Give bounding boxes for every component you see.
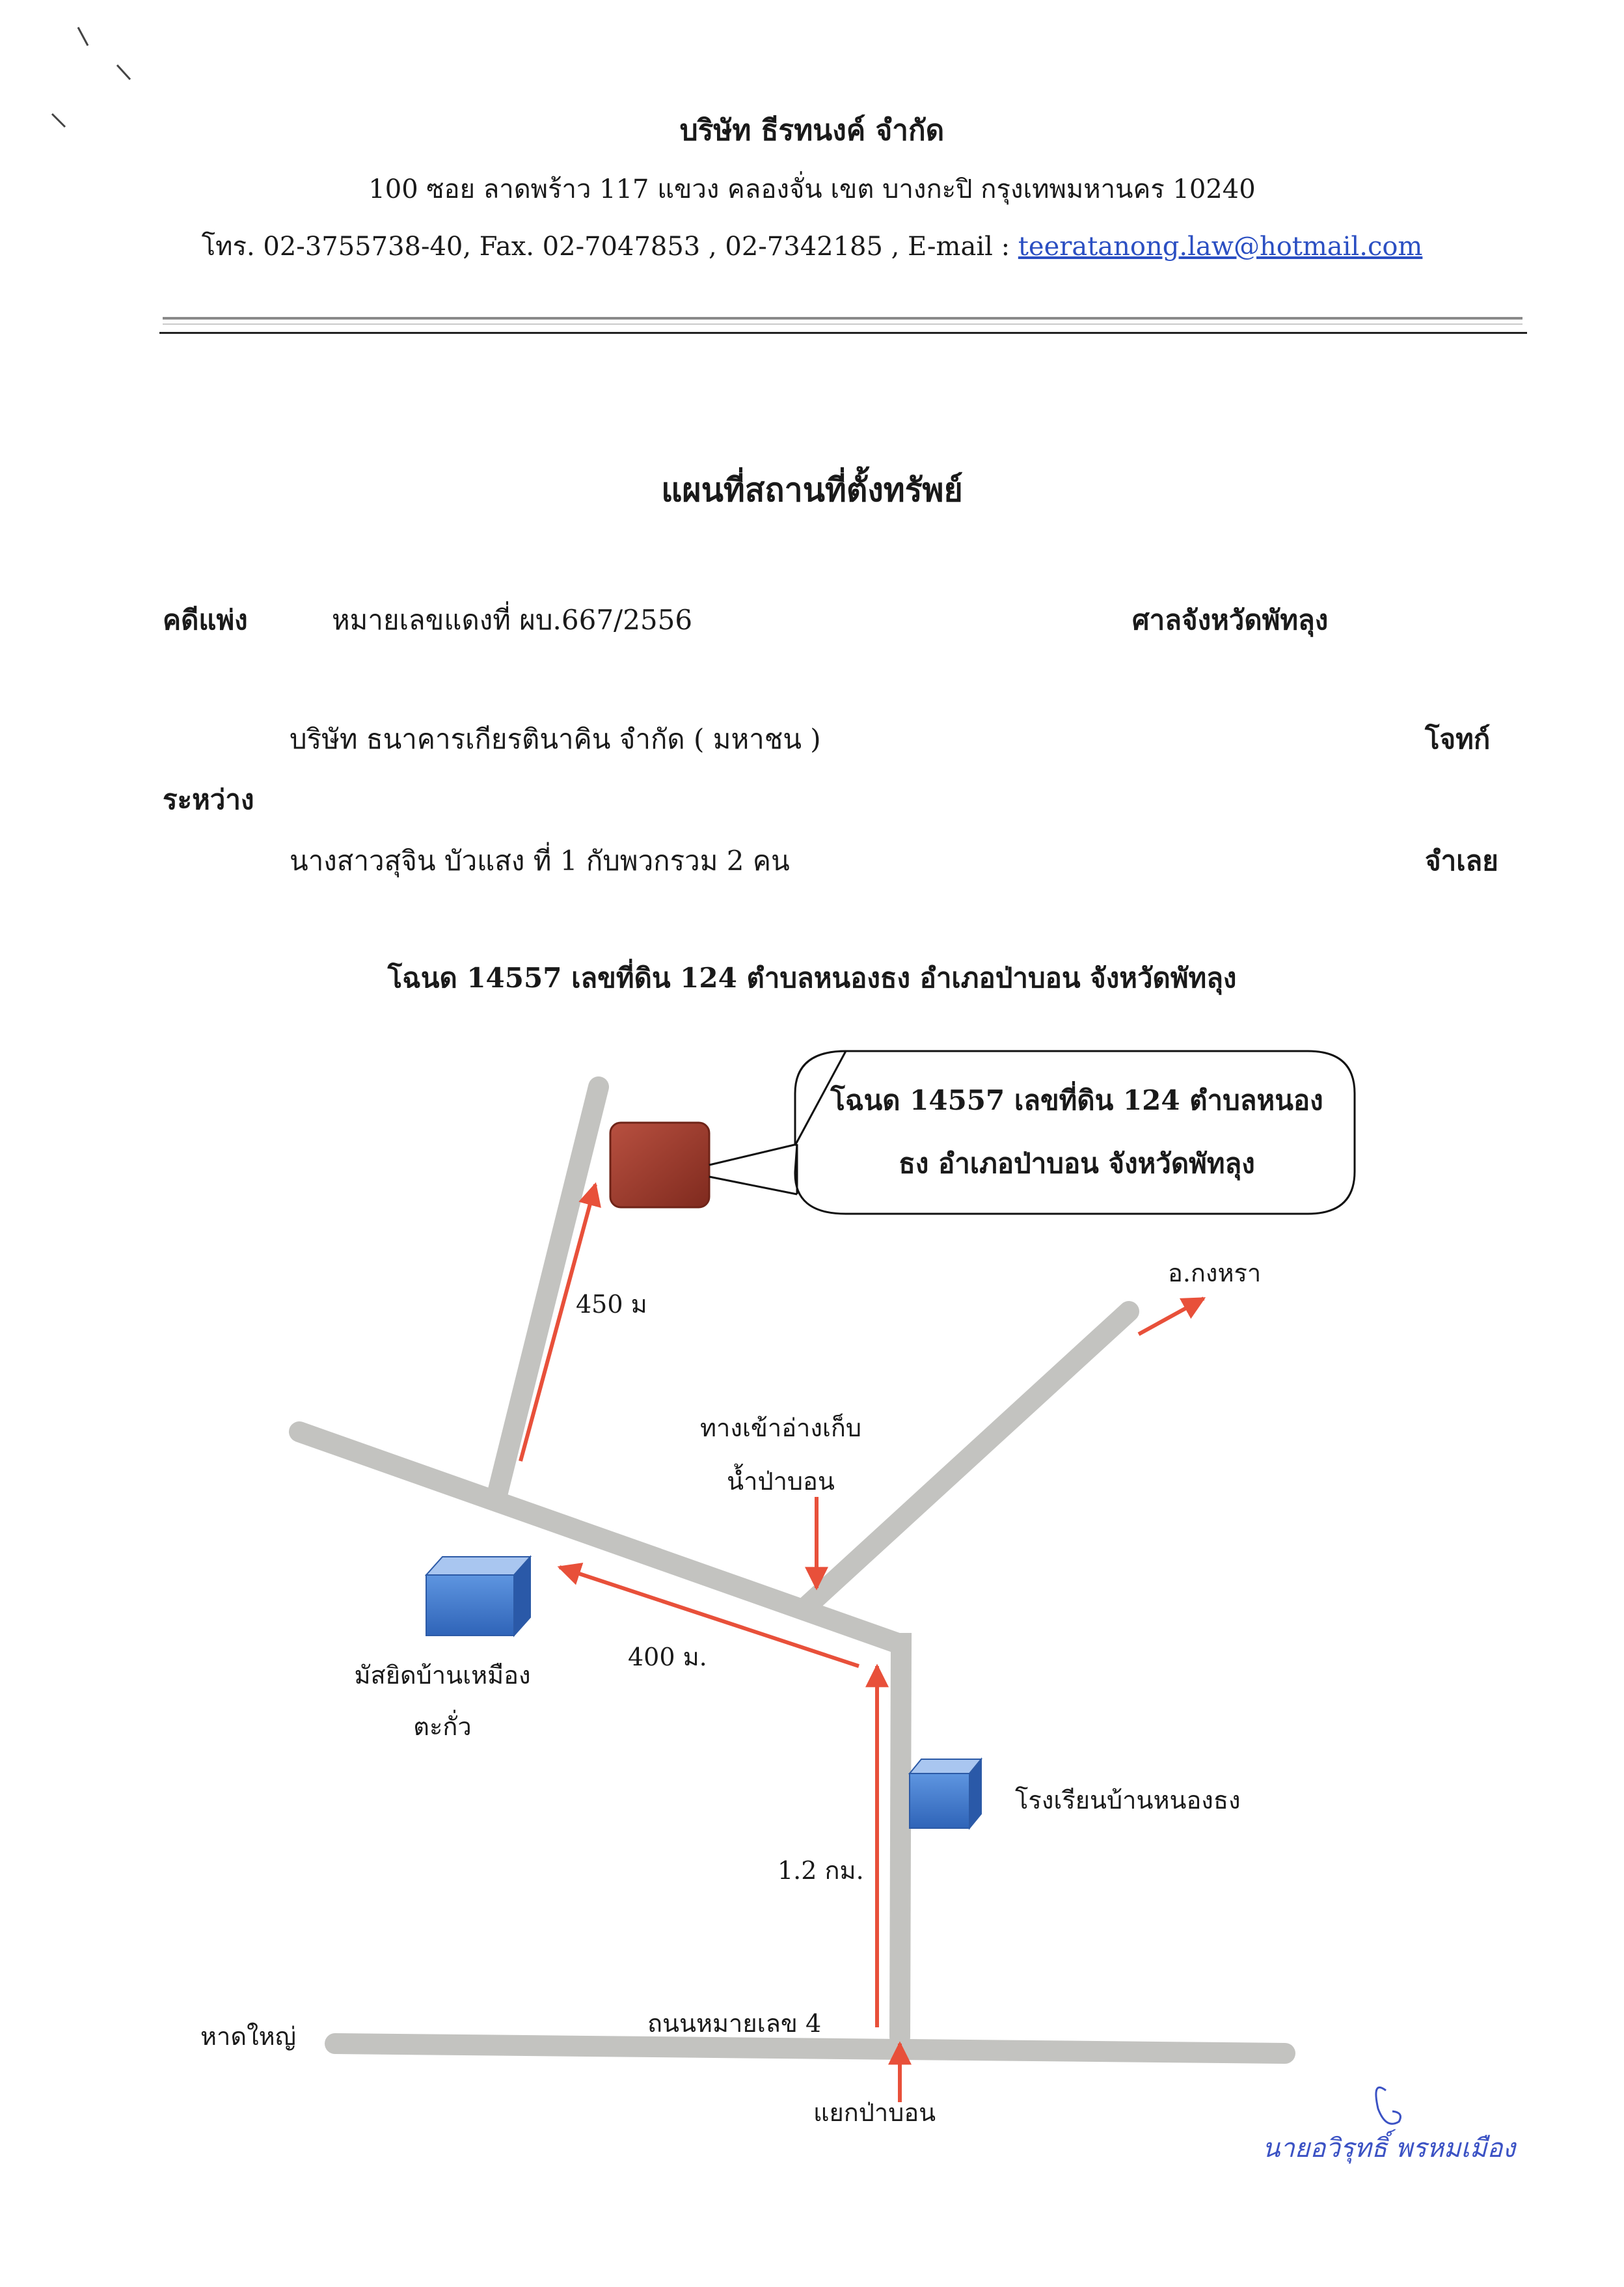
- arrow-kongra: [1137, 1296, 1206, 1336]
- route-arrows: [519, 1182, 1206, 2102]
- company-address: 100 ซอย ลาดพร้าว 117 แขวง คลองจั่น เขต บ…: [368, 174, 1256, 204]
- mosque-building-icon: [424, 1555, 532, 1637]
- plaintiff-role: โจทก์: [1425, 723, 1491, 755]
- arrow-450m: [519, 1182, 601, 1462]
- between-label: ระหว่าง: [163, 784, 254, 815]
- label-mosque-1: มัสยิดบ้านเหมือง: [354, 1661, 531, 1690]
- callout-line-1: โฉนด 14557 เลขที่ดิน 124 ตำบลหนอง: [830, 1084, 1323, 1116]
- email-link[interactable]: teeratanong.law@hotmail.com: [1018, 232, 1423, 262]
- label-junction: แยกป่าบอน: [813, 2098, 936, 2127]
- company-contact: โทร. 02-3755738-40, Fax. 02-7047853 , 02…: [0, 225, 1624, 267]
- callout-line-2: ธง อำเภอป่าบอน จังหวัดพัทลุง: [899, 1147, 1255, 1179]
- deed-line: โฉนด 14557 เลขที่ดิน 124 ตำบลหนองธง อำเภ…: [387, 962, 1237, 994]
- road-to-property: [485, 1076, 609, 1511]
- case-number: หมายเลขแดงที่ ผบ.667/2556: [332, 604, 693, 636]
- property-marker: [609, 1121, 710, 1209]
- label-reservoir-1: ทางเข้าอ่างเก็บ: [699, 1414, 862, 1442]
- school-building-icon: [908, 1757, 983, 1830]
- label-400m: 400 ม.: [628, 1643, 707, 1671]
- contact-text: โทร. 02-3755738-40, Fax. 02-7047853 , 02…: [201, 232, 1018, 262]
- header-rule-light: [163, 323, 1522, 325]
- callout-pointer-top: [709, 1143, 798, 1166]
- defendant-name: นางสาวสุจิน บัวแสง ที่ 1 กับพวกรวม 2 คน: [290, 845, 790, 877]
- header-rule-dark: [159, 332, 1527, 334]
- road-main: [887, 1633, 912, 2047]
- callout-pointer-bottom: [709, 1175, 798, 1196]
- callout-bubble: [794, 1050, 1356, 1215]
- plaintiff-name: บริษัท ธนาคารเกียรตินาคิน จำกัด ( มหาชน …: [290, 723, 821, 755]
- defendant-role: จำเลย: [1425, 845, 1498, 877]
- court-name: ศาลจังหวัดพัทลุง: [1132, 604, 1329, 636]
- roads: [289, 1076, 1295, 2064]
- document-title: แผนที่สถานที่ตั้งทรัพย์: [661, 471, 963, 509]
- case-type: คดีแพ่ง: [163, 604, 248, 636]
- label-1-2km: 1.2 กม.: [778, 1856, 864, 1885]
- label-hatyai: หาดใหญ่: [200, 2022, 297, 2051]
- signature-name: นายอวิรุทธิ์ พรหมเมือง: [1262, 2133, 1515, 2163]
- arrow-400m: [557, 1563, 859, 1668]
- label-450m: 450 ม: [576, 1290, 647, 1319]
- label-kongra: อ.กงหรา: [1168, 1259, 1262, 1287]
- signature-mark: [1375, 2086, 1401, 2125]
- company-name: บริษัท ธีรทนงค์ จำกัด: [679, 114, 945, 147]
- scan-speck: [51, 27, 131, 128]
- label-mosque-2: ตะกั่ว: [413, 1712, 472, 1741]
- header-rule-thick: [163, 317, 1522, 320]
- road-highway-4: [325, 2033, 1295, 2064]
- label-school: โรงเรียนบ้านหนองธง: [1015, 1786, 1241, 1815]
- road-to-kongra: [796, 1301, 1139, 1617]
- label-reservoir-2: น้ำป่าบอน: [727, 1467, 835, 1496]
- label-road4: ถนนหมายเลข 4: [647, 2009, 822, 2038]
